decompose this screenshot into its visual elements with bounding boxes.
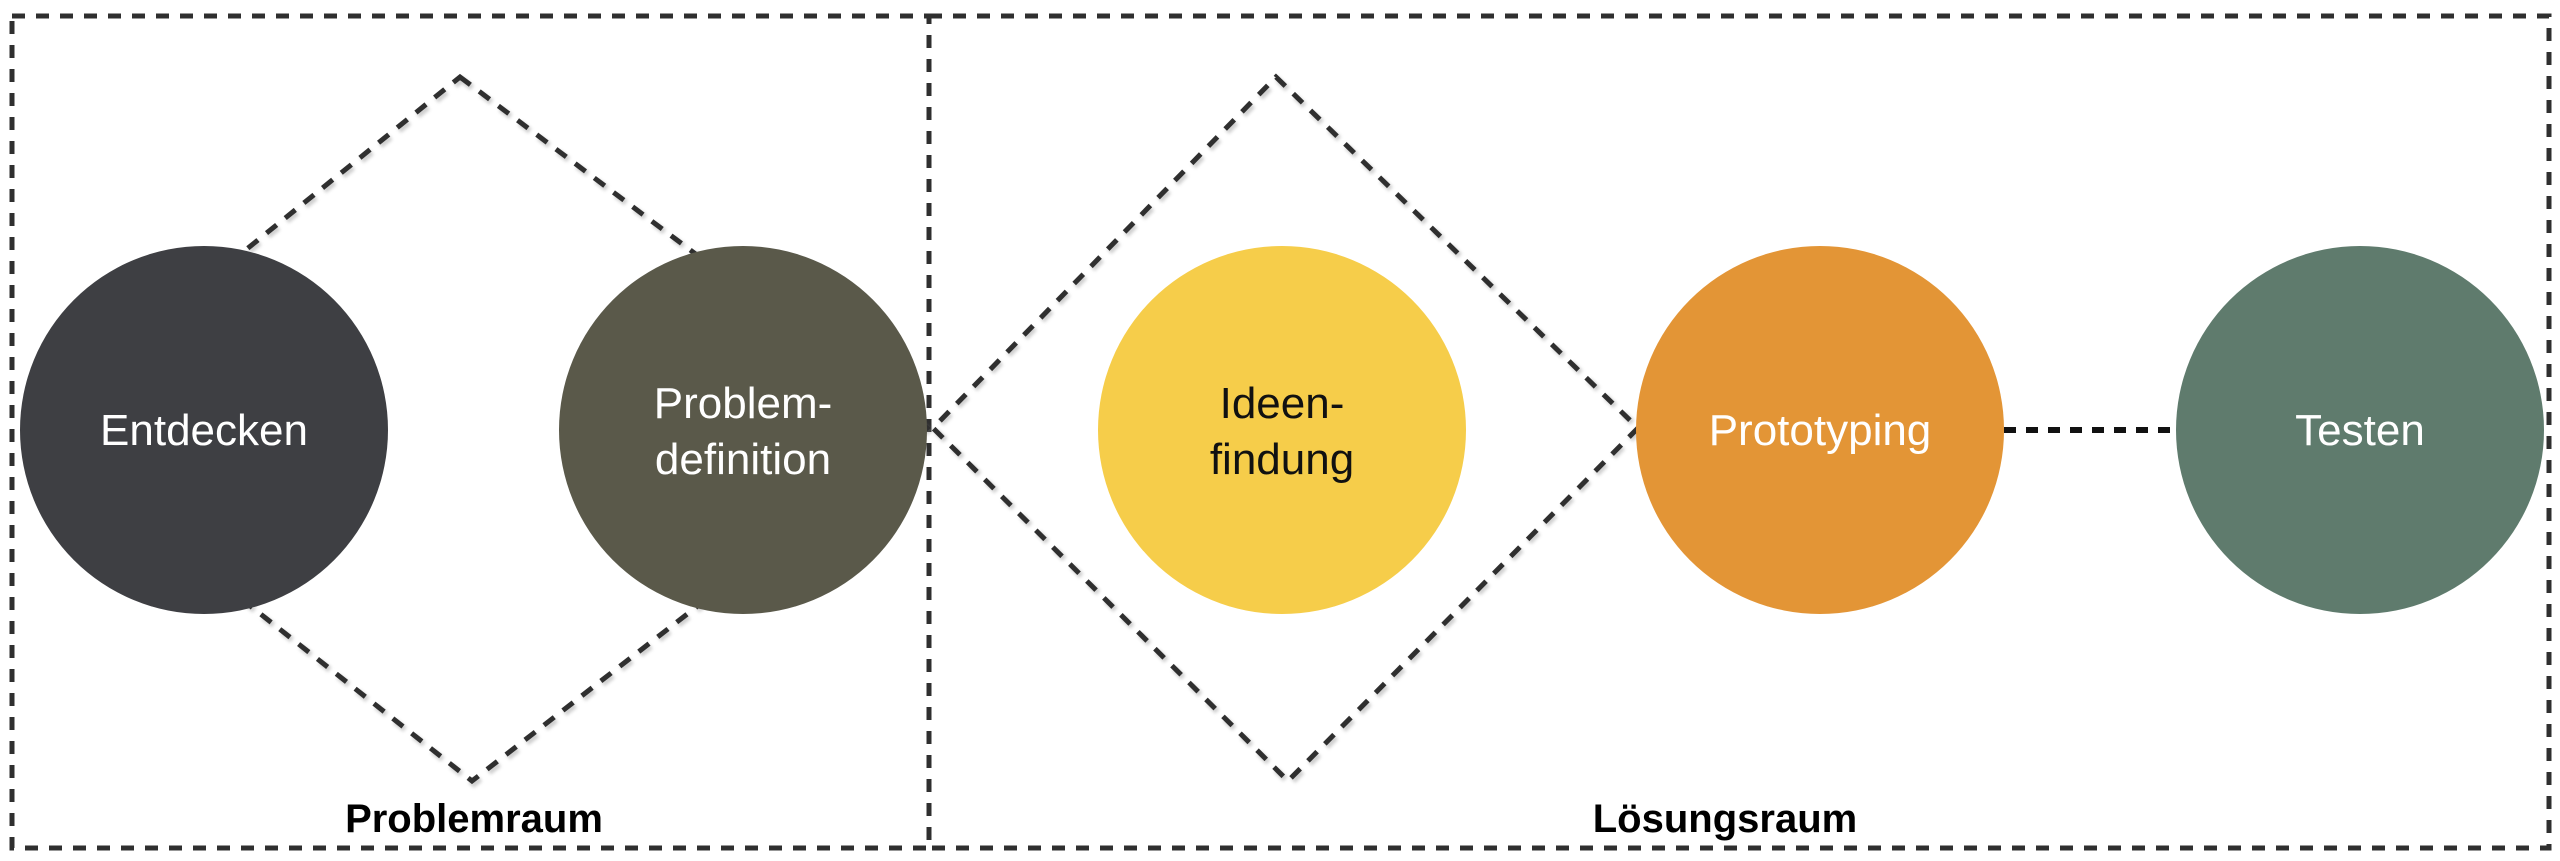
problemdefinition-label-line1: Problem-: [654, 379, 833, 428]
problemraum-label: Problemraum: [345, 797, 603, 841]
prototyping-label: Prototyping: [1709, 406, 1932, 455]
prototyping-circle: [1636, 246, 2004, 614]
entdecken-circle: [20, 246, 388, 614]
entdecken-label: Entdecken: [100, 406, 308, 455]
node-problemdefinition: Problem- definition: [559, 246, 927, 614]
problemdefinition-circle: [559, 246, 927, 614]
loesungsraum-label: Lösungsraum: [1593, 797, 1857, 841]
solution-diamond: [929, 73, 1642, 785]
node-ideenfindung: Ideen- findung: [1098, 246, 1466, 614]
ideenfindung-label-line1: Ideen-: [1220, 379, 1345, 428]
problemdefinition-label-line2: definition: [655, 435, 831, 484]
node-testen: Testen: [2176, 246, 2544, 614]
node-prototyping: Prototyping: [1636, 246, 2004, 614]
testen-circle: [2176, 246, 2544, 614]
ideenfindung-label-line2: findung: [1210, 435, 1354, 484]
ideenfindung-circle: [1098, 246, 1466, 614]
testen-label: Testen: [2295, 406, 2425, 455]
node-entdecken: Entdecken: [20, 246, 388, 614]
